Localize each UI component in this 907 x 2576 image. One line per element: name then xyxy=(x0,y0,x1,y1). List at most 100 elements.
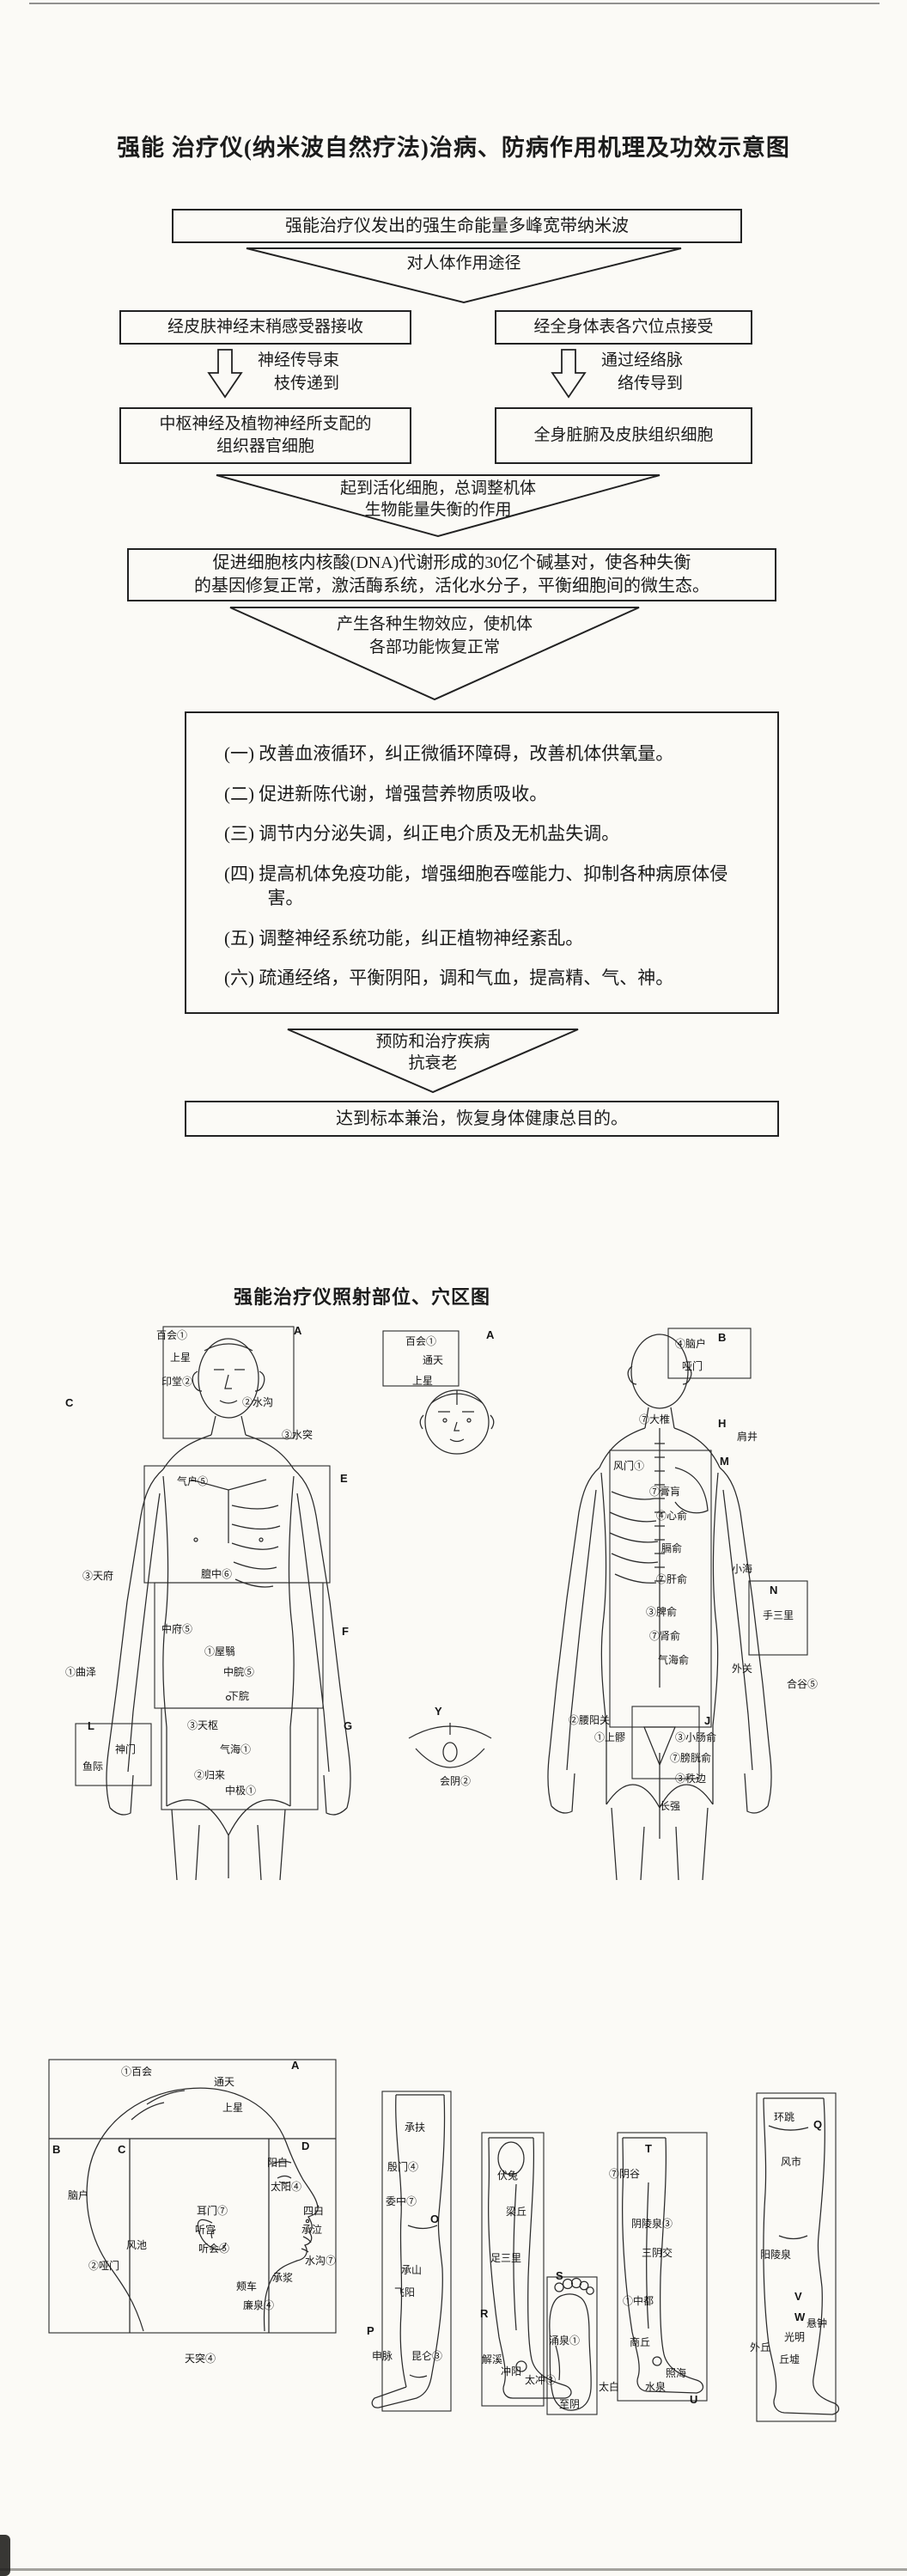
acupoint-label: E xyxy=(340,1472,348,1485)
nerve-conduction-line1: 神经传导束 xyxy=(258,351,340,369)
acupoint-label: 四白 xyxy=(303,2205,325,2217)
small-down-arrow-icon xyxy=(551,349,587,399)
skin-receptor-box: 经皮肤神经末稍感受器接收 xyxy=(119,310,411,345)
flow-arrow-2-line1: 起到活化细胞，总调整机体 xyxy=(339,479,536,497)
acupoint-label: 通天 xyxy=(214,2076,235,2088)
acupoint-label: C xyxy=(65,1396,74,1409)
dna-repair-line2: 的基因修复正常，激活酶系统，活化水分子，平衡细胞间的微生态。 xyxy=(194,577,709,595)
acupoint-label: ③小肠俞 xyxy=(675,1731,717,1743)
nerve-target-box: 中枢神经及植物神经所支配的 组织器官细胞 xyxy=(119,407,411,464)
acupoint-label: 阳陵泉 xyxy=(760,2249,792,2261)
acupoint-label: P xyxy=(367,2324,374,2337)
skin-receptor-text: 经皮肤神经末稍感受器接收 xyxy=(167,318,363,337)
acupoint-label: ②水沟 xyxy=(242,1396,274,1408)
acupoint-label: J xyxy=(704,1714,711,1727)
legs-outline xyxy=(371,2091,840,2422)
acupoint-label: ②归来 xyxy=(194,1769,226,1781)
acupoint-label: T xyxy=(645,2142,652,2155)
acupoint-label: 哑门 xyxy=(682,1360,703,1372)
acupoint-label: 光明 xyxy=(784,2331,806,2343)
acupoint-label: Y xyxy=(435,1705,442,1718)
acupoint-label: 听宫 xyxy=(195,2224,216,2236)
acupoint-label: 气海① xyxy=(220,1743,252,1755)
acupoint-label: ⑦膀胱俞 xyxy=(670,1752,712,1764)
acupoint-label: 百会① xyxy=(156,1329,188,1341)
organ-target-box: 全身脏腑及皮肤组织细胞 xyxy=(495,407,752,464)
acupoint-label: 商丘 xyxy=(630,2336,651,2348)
meridian-conduction-arrow xyxy=(546,349,591,403)
acupoint-label: 丘墟 xyxy=(779,2353,800,2365)
down-funnel-arrow-icon xyxy=(287,1029,579,1094)
acupoint-label: 冲阳 xyxy=(501,2365,522,2378)
meridian-conduction-line2: 络传导到 xyxy=(618,375,684,393)
acupoint-label: 承泣 xyxy=(301,2224,323,2236)
acupoint-label: ③秩边 xyxy=(675,1773,707,1785)
scan-top-edge-line xyxy=(29,3,880,4)
acupoint-label: ④脑户 xyxy=(675,1338,707,1350)
nerve-conduction-line2: 枝传递到 xyxy=(274,375,340,393)
acupoint-label: 太冲③ xyxy=(525,2374,557,2386)
nerve-conduction-label: 神经传导束 枝传递到 xyxy=(258,349,339,395)
acupoint-label: D xyxy=(301,2140,310,2152)
acupoint-label: ③天府 xyxy=(82,1570,114,1582)
acupoint-label: 风市 xyxy=(781,2156,802,2168)
acupoint-label: 肩井 xyxy=(737,1431,758,1443)
effect-item: (二) 促进新陈代谢，增强营养物质吸收。 xyxy=(224,783,548,804)
acupoint-label: 水泉 xyxy=(645,2381,667,2393)
acupoint-label: 承山 xyxy=(401,2264,423,2276)
acupoint-label: ①中都 xyxy=(623,2295,654,2307)
acupoint-label: 中极① xyxy=(225,1785,257,1797)
acupoint-label: C xyxy=(118,2143,126,2156)
acupoint-label: 昆仑③ xyxy=(411,2350,443,2362)
acupoint-label: 外关 xyxy=(732,1663,753,1675)
acupoint-label: 照海 xyxy=(666,2367,687,2379)
nerve-target-line2: 组织器官细胞 xyxy=(216,437,314,455)
acupoint-label: H xyxy=(718,1417,727,1430)
acupoint-label: ④心俞 xyxy=(656,1510,688,1522)
acupoint-label: W xyxy=(794,2310,806,2323)
goal-box: 达到标本兼治，恢复身体健康总目的。 xyxy=(185,1101,779,1137)
acupoint-label: A xyxy=(294,1324,302,1337)
acupoint-label: 太白 xyxy=(599,2381,620,2393)
flow-arrow-3-line1: 产生各种生物效应，使机体 xyxy=(336,615,533,633)
acupoint-label: M xyxy=(720,1455,729,1468)
scan-corner-smudge xyxy=(0,2535,10,2576)
acupoint-label: 三阴交 xyxy=(642,2247,673,2259)
acupoint-label: ①上髎 xyxy=(594,1731,626,1743)
acupoint-label: 上星 xyxy=(412,1375,434,1387)
acupoint-label: ⑦大椎 xyxy=(639,1413,671,1425)
flow-source-text: 强能治疗仪发出的强生命能量多峰宽带纳米波 xyxy=(285,216,629,235)
acupoint-label: 承浆 xyxy=(272,2272,294,2284)
effect-item: (三) 调节内分泌失调，纠正电介质及无机盐失调。 xyxy=(224,823,620,845)
acupoint-label: 耳门⑦ xyxy=(197,2205,228,2217)
acupoint-label: 阳白 xyxy=(267,2157,289,2169)
acupoint-label: 膈俞 xyxy=(661,1542,683,1554)
acupoint-label: ⑦膏肓 xyxy=(649,1486,681,1498)
acupoint-label: 梁丘 xyxy=(506,2206,527,2218)
acupoint-label: 风门① xyxy=(613,1460,645,1472)
perineum-outline xyxy=(408,1723,492,1768)
flow-arrow-4: 预防和治疗疾病 抗衰老 xyxy=(286,1029,580,1094)
meridian-conduction-label: 通过经络脉 络传导到 xyxy=(601,349,683,395)
acupoint-label: 上星 xyxy=(222,2102,244,2114)
acupoint-label: L xyxy=(88,1719,94,1732)
acupoint-label: 手三里 xyxy=(763,1609,794,1621)
acupoint-label: ⑦肾俞 xyxy=(649,1630,681,1642)
down-funnel-arrow-icon xyxy=(246,247,682,304)
acupoint-label: 合谷⑤ xyxy=(787,1678,819,1690)
acupoint-label: 颊车 xyxy=(236,2280,258,2292)
page-title: 强能 治疗仪(纳米波自然疗法)治病、防病作用机理及功效示意图 xyxy=(117,135,790,161)
acupoint-label: 外丘 xyxy=(750,2341,771,2353)
acupoint-label: 气户⑤ xyxy=(177,1475,209,1487)
acupoint-label: 飞阳 xyxy=(394,2286,416,2298)
acupoint-label: 伏兔 xyxy=(497,2170,519,2182)
acupoint-label: 脑户 xyxy=(68,2189,89,2201)
acupoint-label: ⑦肝俞 xyxy=(656,1573,688,1585)
acupoint-label: 风池 xyxy=(126,2239,148,2251)
acupoint-label: 通天 xyxy=(423,1354,444,1366)
small-down-arrow-icon xyxy=(207,349,243,399)
